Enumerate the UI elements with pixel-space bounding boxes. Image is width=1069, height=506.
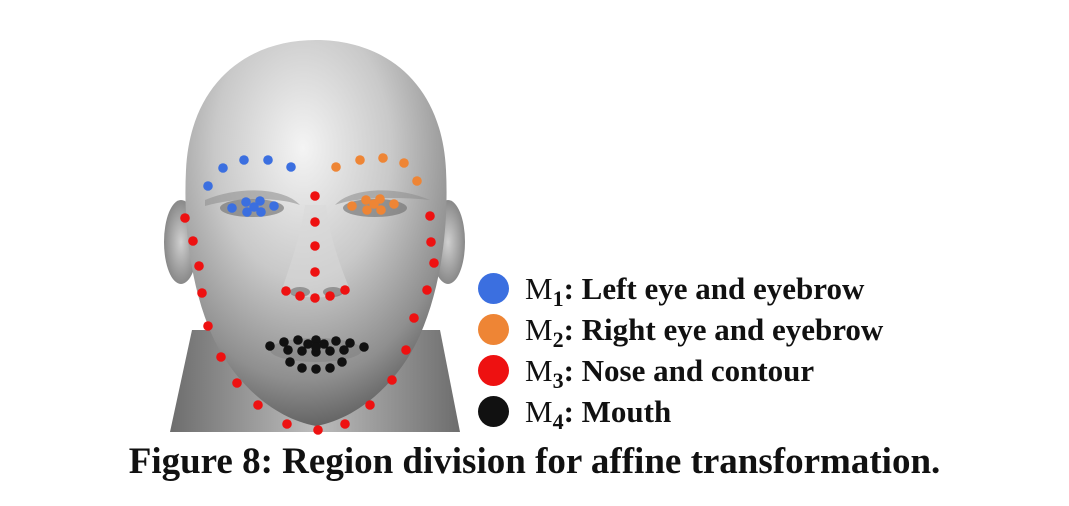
mouth-landmark-20 (311, 342, 321, 352)
right-landmark-12 (369, 199, 379, 209)
contour-landmark-8 (325, 291, 335, 301)
contour-landmark-15 (216, 352, 226, 362)
legend-label-left-eye: M1: Left eye and eyebrow (525, 270, 865, 311)
contour-landmark-25 (422, 285, 432, 295)
mouth-landmark-6 (319, 339, 329, 349)
mouth-landmark-5 (311, 335, 321, 345)
mouth-landmark-18 (325, 363, 335, 373)
legend-dot-blue (478, 273, 509, 304)
mouth-landmark-3 (293, 335, 303, 345)
legend-item-left-eye: M1: Left eye and eyebrow (478, 268, 1038, 311)
left-landmark-6 (227, 203, 237, 213)
legend-item-nose-contour: M3: Nose and contour (478, 350, 1038, 393)
contour-landmark-10 (180, 213, 190, 223)
figure-caption: Figure 8: Region division for affine tra… (128, 441, 941, 482)
mouth-landmark-13 (325, 346, 335, 356)
face-landmark-image (164, 40, 465, 435)
left-landmark-11 (256, 207, 266, 217)
right-landmark-7 (361, 195, 371, 205)
mouth-landmark-8 (345, 338, 355, 348)
mouth-landmark-16 (297, 363, 307, 373)
mouth-landmark-15 (285, 357, 295, 367)
contour-landmark-14 (203, 321, 213, 331)
contour-landmark-1 (310, 191, 320, 201)
contour-landmark-9 (340, 285, 350, 295)
contour-landmark-22 (387, 375, 397, 385)
mouth-landmark-19 (337, 357, 347, 367)
contour-landmark-28 (425, 211, 435, 221)
left-landmark-2 (218, 163, 228, 173)
mouth-landmark-1 (265, 341, 275, 351)
right-landmark-9 (389, 199, 399, 209)
mouth-landmark-14 (339, 345, 349, 355)
legend-dot-black (478, 396, 509, 427)
contour-landmark-3 (310, 241, 320, 251)
contour-landmark-27 (426, 237, 436, 247)
contour-landmark-11 (188, 236, 198, 246)
contour-landmark-16 (232, 378, 242, 388)
mouth-landmark-7 (331, 336, 341, 346)
mouth-landmark-11 (297, 346, 307, 356)
contour-landmark-4 (310, 267, 320, 277)
right-eye-eyebrow-points (331, 153, 422, 215)
mouth-landmark-9 (359, 342, 369, 352)
right-landmark-4 (399, 158, 409, 168)
left-eye-eyebrow-points (203, 155, 296, 217)
left-landmark-1 (203, 181, 213, 191)
left-landmark-5 (286, 162, 296, 172)
contour-landmark-21 (365, 400, 375, 410)
contour-landmark-13 (197, 288, 207, 298)
contour-landmark-5 (281, 286, 291, 296)
legend-dot-orange (478, 314, 509, 345)
right-landmark-3 (378, 153, 388, 163)
right-landmark-5 (412, 176, 422, 186)
left-landmark-8 (255, 196, 265, 206)
mouth-landmark-4 (303, 339, 313, 349)
legend-item-mouth: M4: Mouth (478, 391, 1038, 434)
contour-landmark-17 (253, 400, 263, 410)
contour-landmark-19 (313, 425, 323, 435)
legend: M1: Left eye and eyebrow M2: Right eye a… (478, 268, 1038, 434)
contour-landmark-2 (310, 217, 320, 227)
mouth-points (265, 335, 369, 374)
legend-dot-red (478, 355, 509, 386)
legend-label-right-eye: M2: Right eye and eyebrow (525, 311, 884, 352)
mouth-landmark-10 (283, 345, 293, 355)
mouth-landmark-2 (279, 337, 289, 347)
legend-label-nose-contour: M3: Nose and contour (525, 352, 815, 393)
legend-label-mouth: M4: Mouth (525, 393, 672, 434)
right-landmark-6 (347, 201, 357, 211)
right-landmark-1 (331, 162, 341, 172)
contour-landmark-24 (409, 313, 419, 323)
right-landmark-2 (355, 155, 365, 165)
contour-landmark-23 (401, 345, 411, 355)
contour-landmark-20 (340, 419, 350, 429)
contour-landmark-26 (429, 258, 439, 268)
right-landmark-10 (362, 205, 372, 215)
contour-landmark-18 (282, 419, 292, 429)
left-landmark-10 (242, 207, 252, 217)
right-landmark-11 (376, 205, 386, 215)
left-landmark-9 (269, 201, 279, 211)
left-landmark-7 (241, 197, 251, 207)
contour-landmark-7 (310, 293, 320, 303)
left-landmark-4 (263, 155, 273, 165)
left-landmark-12 (249, 202, 259, 212)
contour-landmark-6 (295, 291, 305, 301)
mouth-landmark-17 (311, 364, 321, 374)
contour-landmark-12 (194, 261, 204, 271)
nose-contour-points (180, 191, 439, 435)
left-landmark-3 (239, 155, 249, 165)
legend-item-right-eye: M2: Right eye and eyebrow (478, 309, 1038, 352)
